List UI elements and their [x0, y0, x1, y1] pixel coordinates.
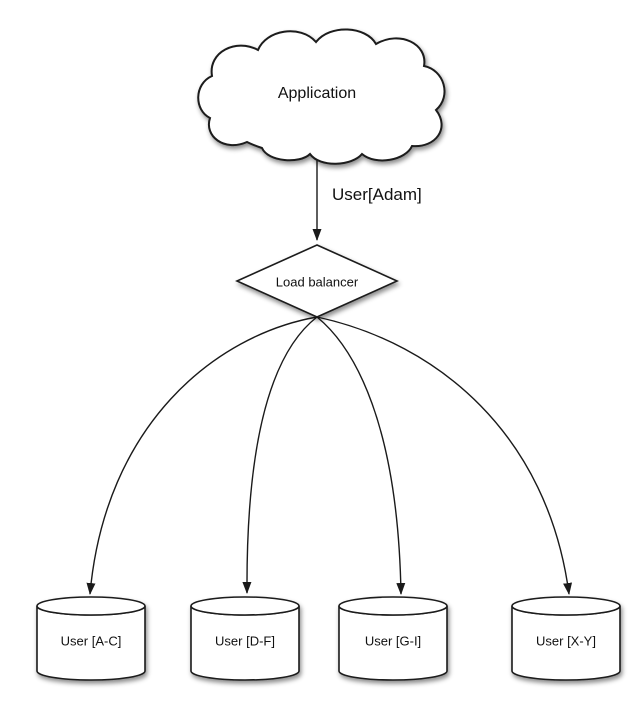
edge-user-adam-label: User[Adam]	[332, 185, 422, 204]
database-cylinder-1	[36, 596, 146, 681]
database-label-3: User [G-I]	[364, 633, 422, 649]
database-cylinder-2	[190, 596, 300, 681]
database-cylinder-3	[338, 596, 448, 681]
edge-loadbalancer-to-db1	[86, 316, 318, 595]
database-label-2: User [D-F]	[215, 633, 275, 649]
load-balancer-diamond-shape	[235, 244, 399, 318]
edge-loadbalancer-to-db2	[242, 316, 318, 594]
database-cylinder-4	[511, 596, 621, 681]
database-label-4: User [X-Y]	[536, 633, 596, 649]
edge-loadbalancer-to-db4	[316, 316, 573, 595]
application-label: Application	[277, 85, 357, 102]
load-balancer-label: Load balancer	[275, 274, 359, 290]
edge-loadbalancer-to-db3	[316, 316, 406, 595]
application-cloud-shape	[197, 28, 446, 165]
database-label-1: User [A-C]	[60, 633, 122, 649]
